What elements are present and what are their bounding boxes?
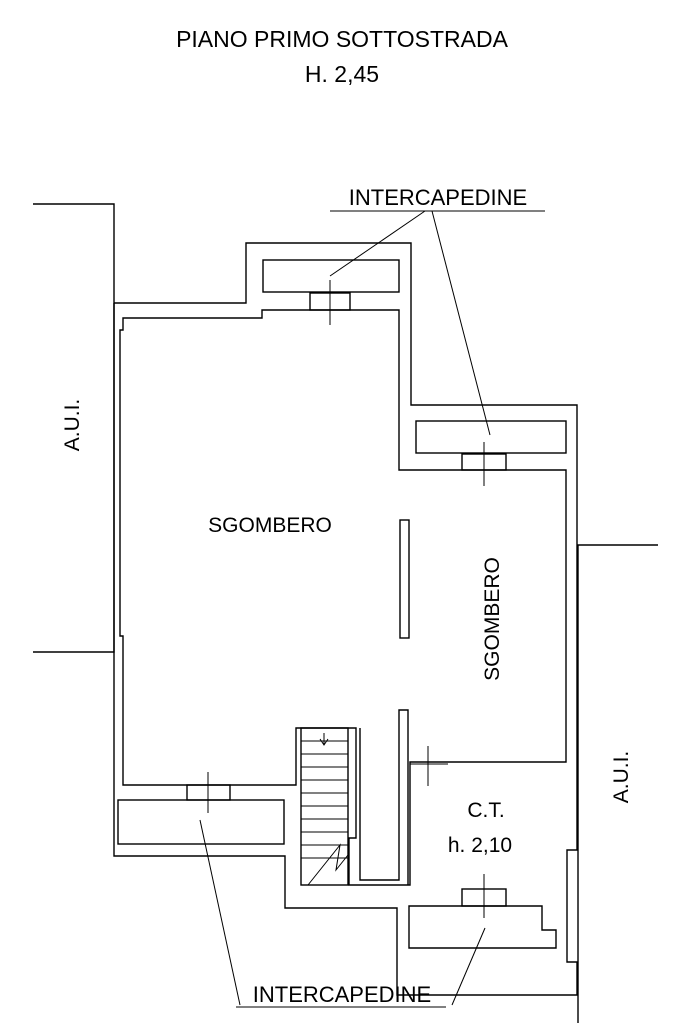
inner-wall [119,309,567,886]
leader-lines [199,210,545,1008]
ct-label-name: C.T. [467,799,504,822]
ct-door-marker [410,746,448,786]
aui-label-right: A.U.I. [610,751,633,804]
room-label-main: SGOMBERO [208,514,332,537]
intercapedine-right-well [415,420,567,486]
outer-wall [113,242,578,996]
stair-direction-arrow [319,733,329,746]
ct-label-height: h. 2,10 [448,834,512,857]
plan-title-line2: H. 2,45 [305,61,379,87]
central-partition [399,519,410,639]
intercapedine-bottom-left-well [117,772,285,845]
intercapedine-label-top: INTERCAPEDINE [349,185,527,210]
intercapedine-bottom-right-well [408,874,557,949]
plan-title-line1: PIANO PRIMO SOTTOSTRADA [176,26,508,52]
staircase [300,727,349,886]
intercapedine-top-well [262,259,400,325]
right-neighbour-boundary [577,544,658,1023]
room-label-right: SGOMBERO [481,557,504,681]
intercapedine-label-bottom: INTERCAPEDINE [253,982,431,1007]
stair-break-symbol [307,843,349,886]
aui-label-left: A.U.I. [61,399,84,452]
